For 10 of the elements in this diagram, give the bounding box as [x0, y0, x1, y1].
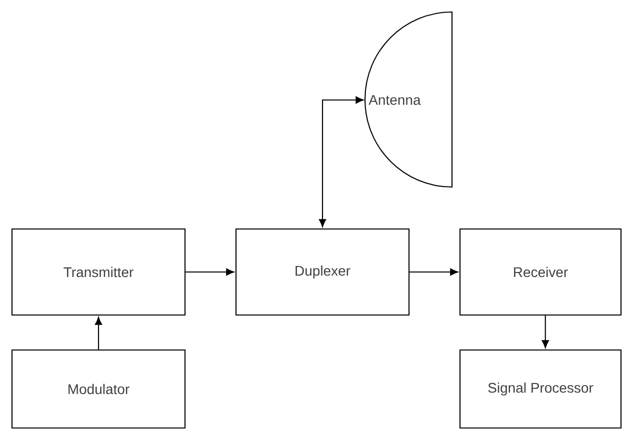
process-box: Signal Processor	[459, 349, 622, 429]
arrow	[410, 268, 458, 276]
process-box: Duplexer	[235, 228, 410, 316]
process-box: Receiver	[459, 228, 622, 316]
process-box: Modulator	[11, 349, 186, 429]
arrow	[94, 316, 102, 350]
arrow	[542, 316, 549, 348]
process-box: Transmitter	[11, 228, 186, 316]
arrow	[318, 96, 364, 228]
arrow	[186, 268, 234, 276]
